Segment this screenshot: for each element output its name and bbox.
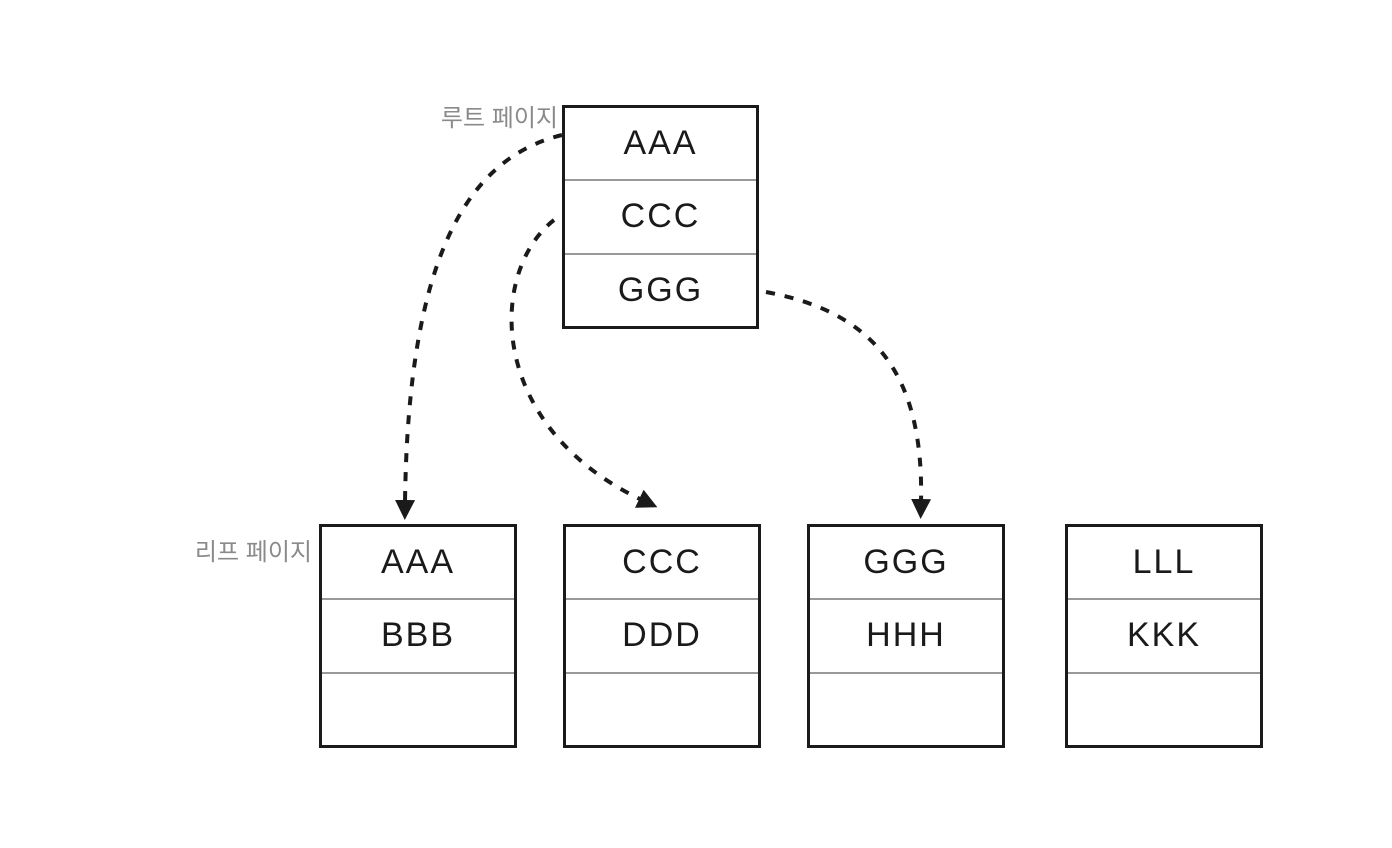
leaf-cell: HHH <box>810 598 1002 671</box>
root-cell: CCC <box>565 179 756 252</box>
root-page-label: 루트 페이지 <box>440 105 558 132</box>
leaf-cell: AAA <box>380 543 456 582</box>
root-cell: GGG <box>565 252 756 326</box>
leaf-page-box-4: LLL KKK <box>1065 524 1263 748</box>
leaf-cell: KKK <box>1068 598 1260 671</box>
leaf-page-box-2: CCC DDD <box>563 524 761 748</box>
dashed-arrow-root-aaa-to-leaf1 <box>395 133 563 520</box>
leaf-page-box-3: GGG HHH <box>807 524 1005 748</box>
leaf-page-box-1: AAA BBB <box>319 524 517 748</box>
leaf-cell: LLL <box>1132 543 1196 582</box>
leaf-cell-empty <box>810 671 1002 745</box>
dashed-arrow-root-ggg-to-leaf3 <box>765 290 932 519</box>
leaf-cell: GGG <box>863 543 949 582</box>
leaf-cell-empty <box>322 671 514 745</box>
leaf-cell: CCC <box>622 543 702 582</box>
leaf-cell: DDD <box>566 598 758 671</box>
leaf-page-label: 리프 페이지 <box>194 539 312 566</box>
root-cell: AAA <box>623 124 698 163</box>
leaf-cell-empty <box>1068 671 1260 745</box>
leaf-cell-empty <box>566 671 758 745</box>
root-page-box: AAA CCC GGG <box>562 105 759 329</box>
leaf-cell: BBB <box>322 598 514 671</box>
